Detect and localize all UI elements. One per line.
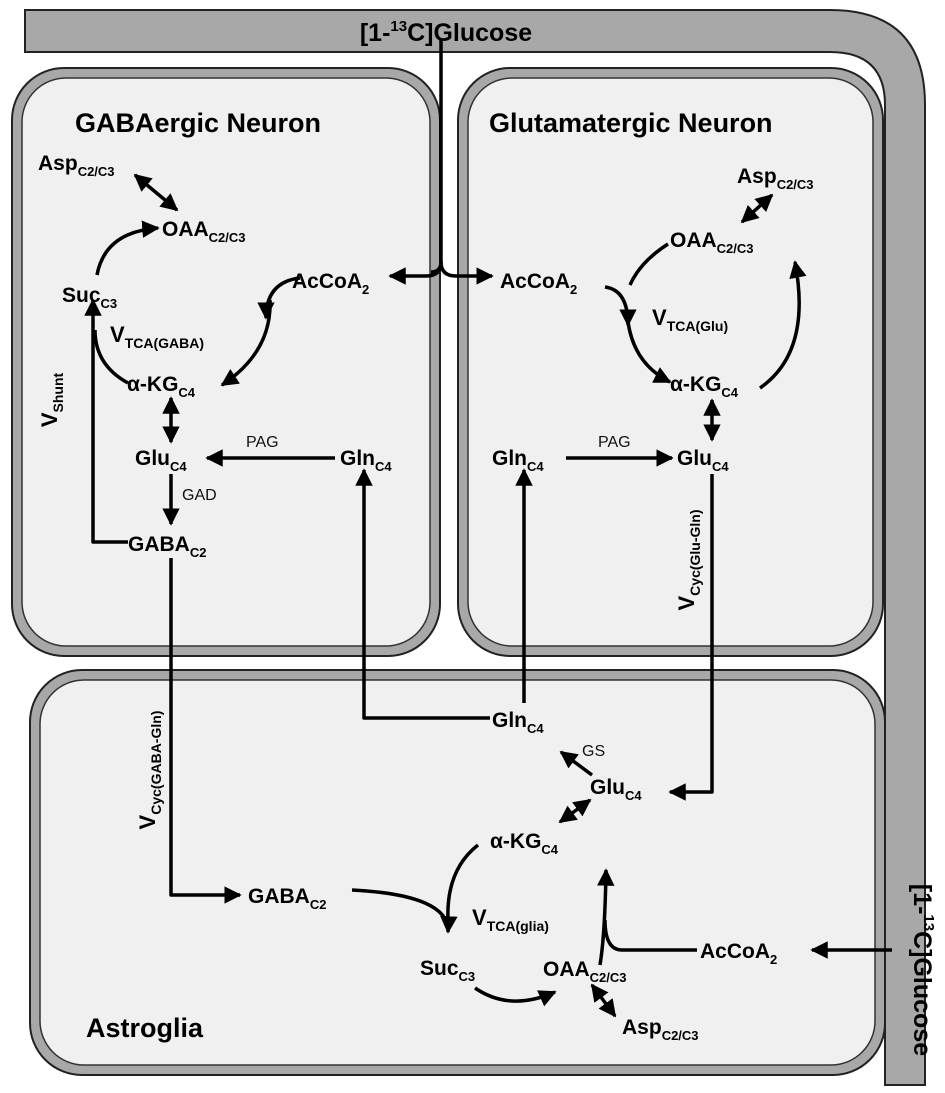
astro-asp-label: AspC2/C3 xyxy=(622,1016,699,1043)
glu-akg-label: α-KGC4 xyxy=(670,373,739,400)
gaba-vtca-label: VTCA(GABA) xyxy=(110,322,204,351)
glu-asp-label: AspC2/C3 xyxy=(737,165,814,192)
glu-gln-label: GlnC4 xyxy=(492,447,544,474)
gaba-asp-label: AspC2/C3 xyxy=(38,152,115,179)
astro-acetyl-to-akg-arc xyxy=(603,919,697,952)
gaba-gaba-label: GABAC2 xyxy=(128,533,206,560)
gaba-acetyl-label: AcCoA2 xyxy=(292,270,369,297)
gaba-suc-label: SucC3 xyxy=(62,284,117,311)
astro-gaba-to-suc-arc xyxy=(351,888,458,934)
gaba-akg-to-suc-arc xyxy=(93,329,129,385)
gaba-pag-label: PAG xyxy=(246,434,279,451)
glu-pag-label: PAG xyxy=(598,434,631,451)
gaba-acetyl-to-tca-arc xyxy=(257,276,301,320)
astro-akg-label: α-KGC4 xyxy=(490,830,559,857)
glu-cycle-to-astro-glu-arrow xyxy=(668,474,714,801)
astro-acetyl-label: AcCoA2 xyxy=(700,940,777,967)
glucose-top-label-bg xyxy=(330,14,560,50)
glu-asp-oaa-arrow xyxy=(740,193,774,224)
gabaergic-neuron-compartment xyxy=(11,67,441,657)
gaba-glu-label: GluC4 xyxy=(135,447,187,474)
glu-vtca-label: VTCA(Glu) xyxy=(652,305,728,334)
glu-oaa-top-arc xyxy=(628,242,669,286)
glucose-top-label: [1-13C]Glucose xyxy=(360,18,532,47)
gaba-tca-to-akg-arc xyxy=(220,299,272,387)
gaba-akg-label: α-KGC4 xyxy=(127,373,196,400)
astroglia-title: Astroglia xyxy=(86,1013,204,1043)
astro-vtca-label: VTCA(glia) xyxy=(472,905,549,934)
glu-oaa-label: OAAC2/C3 xyxy=(670,229,754,256)
gaba-asp-oaa-arrow xyxy=(133,173,179,212)
glutamatergic-neuron-title: Glutamatergic Neuron xyxy=(489,108,773,138)
astro-gln-to-gaba-gln-arrow xyxy=(355,468,490,720)
astro-vcyc-label: VCyc(GABA-Gln) xyxy=(135,711,164,830)
gaba-gad-label: GAD xyxy=(182,487,217,504)
astro-oaa-label: OAAC2/C3 xyxy=(543,958,627,985)
glu-tca-to-akg-arc xyxy=(625,311,672,384)
astro-akg-to-suc-arc xyxy=(446,843,480,921)
glu-glu-label: GluC4 xyxy=(677,447,729,474)
astro-gs-label: GS xyxy=(582,743,605,760)
glucose-right-label: [1-13C]Glucose xyxy=(908,884,937,1056)
glutamatergic-neuron-compartment xyxy=(457,67,884,657)
gaba-gln-label: GlnC4 xyxy=(340,447,392,474)
astro-oaa-asp-arrow xyxy=(590,983,617,1018)
glu-vcyc-label: VCyc(Glu-Gln) xyxy=(674,509,703,610)
glucose-to-glu-acetyl-arrow xyxy=(439,261,494,285)
astro-gaba-label: GABAC2 xyxy=(248,885,326,912)
gaba-oaa-label: OAAC2/C3 xyxy=(162,218,246,245)
gaba-suc-to-oaa-arc xyxy=(95,220,160,276)
astro-glu-to-gln-arrow xyxy=(559,750,594,777)
glucose-supply-band xyxy=(24,9,926,1086)
astro-suc-to-oaa-arc xyxy=(474,986,557,1007)
astro-glu-label: GluC4 xyxy=(590,776,642,803)
gaba-vshunt-label: VShunt xyxy=(37,372,66,427)
astro-gln-label: GlnC4 xyxy=(492,709,544,736)
astro-akg-glu-arrow xyxy=(558,798,592,824)
gaba-shunt-arrow xyxy=(84,298,128,544)
astro-suc-label: SucC3 xyxy=(420,957,475,984)
gaba-cycle-to-astro-gaba-arrow xyxy=(169,558,242,904)
glu-acetyl-label: AcCoA2 xyxy=(500,270,577,297)
gabaergic-neuron-title: GABAergic Neuron xyxy=(75,108,321,138)
glu-akg-to-oaa-arc xyxy=(759,260,807,390)
